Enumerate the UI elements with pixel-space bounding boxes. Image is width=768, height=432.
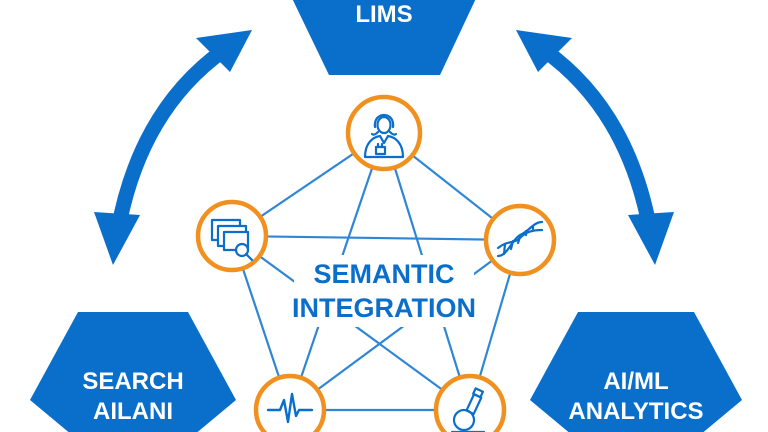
hexagon-search-label-line1: SEARCH xyxy=(82,368,183,395)
hexagon-analytics-label-line2: ANALYTICS xyxy=(568,398,703,425)
double-arrow-right xyxy=(516,30,674,265)
center-label-line2: INTEGRATION xyxy=(292,293,476,323)
hexagon-search-ailani: SEARCH AILANI xyxy=(30,312,236,432)
node-scientist xyxy=(345,94,423,172)
signal-wave-icon xyxy=(266,392,314,424)
node-dna xyxy=(483,203,557,277)
scientist-icon xyxy=(363,113,405,159)
node-document-search xyxy=(195,199,269,273)
hexagon-lims-label: LIMS xyxy=(355,1,412,28)
dna-icon xyxy=(496,220,544,258)
hexagon-analytics-label-line1: AI/ML xyxy=(603,368,668,395)
hexagon-search-label-line2: AILANI xyxy=(93,398,173,425)
document-search-icon xyxy=(210,218,254,262)
node-signal-wave xyxy=(253,373,327,432)
hexagon-lims: LIMS xyxy=(292,0,476,75)
microscope-icon xyxy=(450,387,486,432)
node-microscope xyxy=(433,373,507,432)
hexagon-ai-ml-analytics: AI/ML ANALYTICS xyxy=(530,312,742,432)
double-arrow-left xyxy=(94,30,252,265)
center-label-backdrop xyxy=(294,255,474,327)
center-label-line1: SEMANTIC xyxy=(314,259,455,289)
